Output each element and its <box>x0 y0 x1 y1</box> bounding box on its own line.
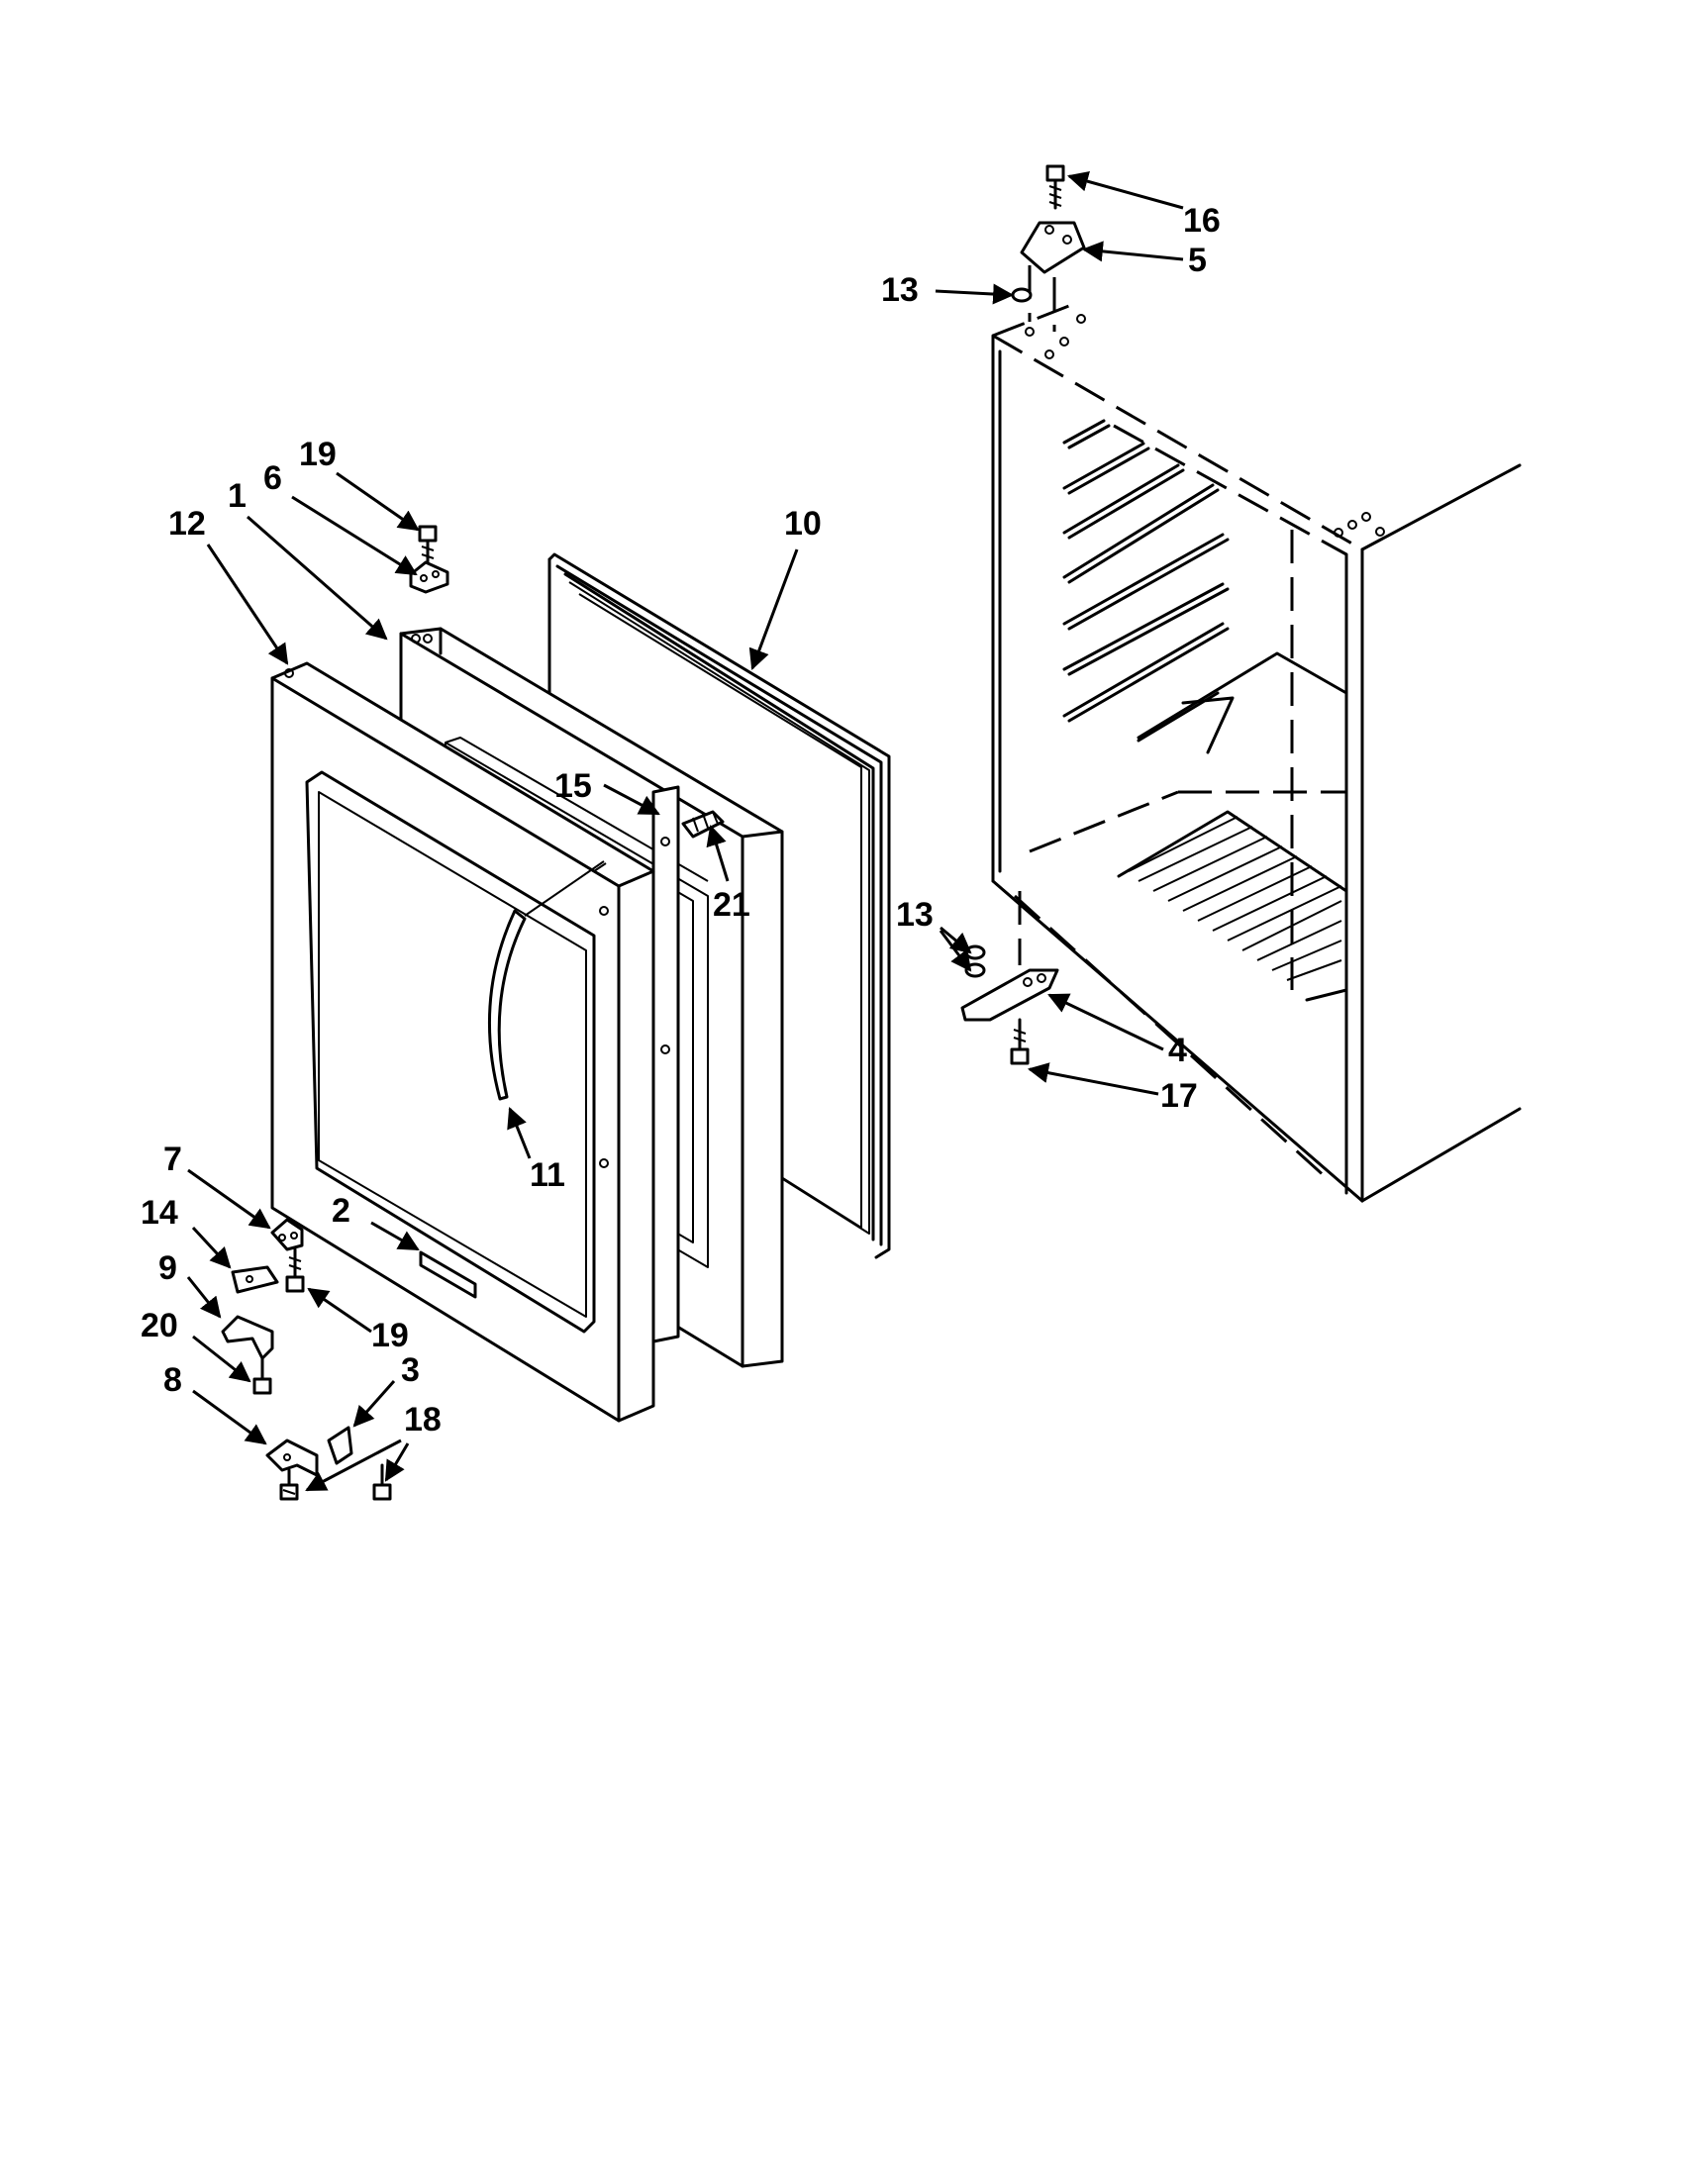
callout-12: 12 <box>168 505 206 543</box>
callout-19-bottom: 19 <box>371 1317 409 1354</box>
callout-21: 21 <box>713 886 750 924</box>
callout-3: 3 <box>401 1351 420 1389</box>
screw-part-19-top <box>418 525 438 564</box>
spacer-part-14 <box>231 1265 279 1294</box>
screws-part-18 <box>279 1463 392 1501</box>
callout-18: 18 <box>404 1401 442 1439</box>
screw-part-20 <box>252 1356 272 1395</box>
callout-9: 9 <box>158 1249 177 1287</box>
callout-13-bottom: 13 <box>896 896 934 934</box>
outer-door-frame-part-12 <box>270 661 655 1423</box>
callout-20: 20 <box>141 1307 178 1344</box>
callout-17: 17 <box>1160 1077 1198 1115</box>
callout-7: 7 <box>163 1141 182 1178</box>
floor-grille <box>1117 810 1348 1002</box>
hinge-screw-part-17 <box>1010 1018 1030 1065</box>
hinge-pin-part-21 <box>681 810 725 839</box>
callout-10: 10 <box>784 505 822 543</box>
callout-8: 8 <box>163 1361 182 1399</box>
leader-lines <box>186 170 1184 1492</box>
callout-6: 6 <box>263 459 282 497</box>
closure-bracket-part-8 <box>265 1439 319 1477</box>
top-hinge-part-5 <box>1020 221 1086 332</box>
callout-5: 5 <box>1188 242 1207 279</box>
callout-11: 11 <box>530 1156 565 1194</box>
callout-16: 16 <box>1183 202 1221 240</box>
screw-part-19-bottom <box>285 1247 305 1293</box>
callout-19-top: 19 <box>299 436 337 473</box>
shelf-rails <box>1062 419 1348 754</box>
cam-part-9 <box>221 1315 274 1360</box>
hinge-screw-part-16 <box>1045 164 1065 210</box>
bottom-hinge-part-4 <box>960 891 1059 1022</box>
door-hinge-part-7 <box>270 1218 304 1251</box>
callout-4: 4 <box>1168 1032 1187 1069</box>
callout-13-top: 13 <box>881 271 919 309</box>
hinge-bracket-part-15 <box>651 785 680 1343</box>
cover-part-3 <box>327 1426 353 1465</box>
washer-part-13-top <box>1011 287 1033 303</box>
callout-15: 15 <box>554 767 592 805</box>
door-handle-part-11 <box>487 860 607 1101</box>
callout-1: 1 <box>228 477 247 515</box>
cabinet-liner <box>991 300 1522 1203</box>
top-door-hinge-part-6 <box>409 560 449 594</box>
callout-2: 2 <box>332 1192 350 1230</box>
callout-labels: 16 5 13 19 6 1 12 10 15 21 13 4 17 11 7 … <box>141 202 1221 1439</box>
callout-14: 14 <box>141 1194 178 1232</box>
